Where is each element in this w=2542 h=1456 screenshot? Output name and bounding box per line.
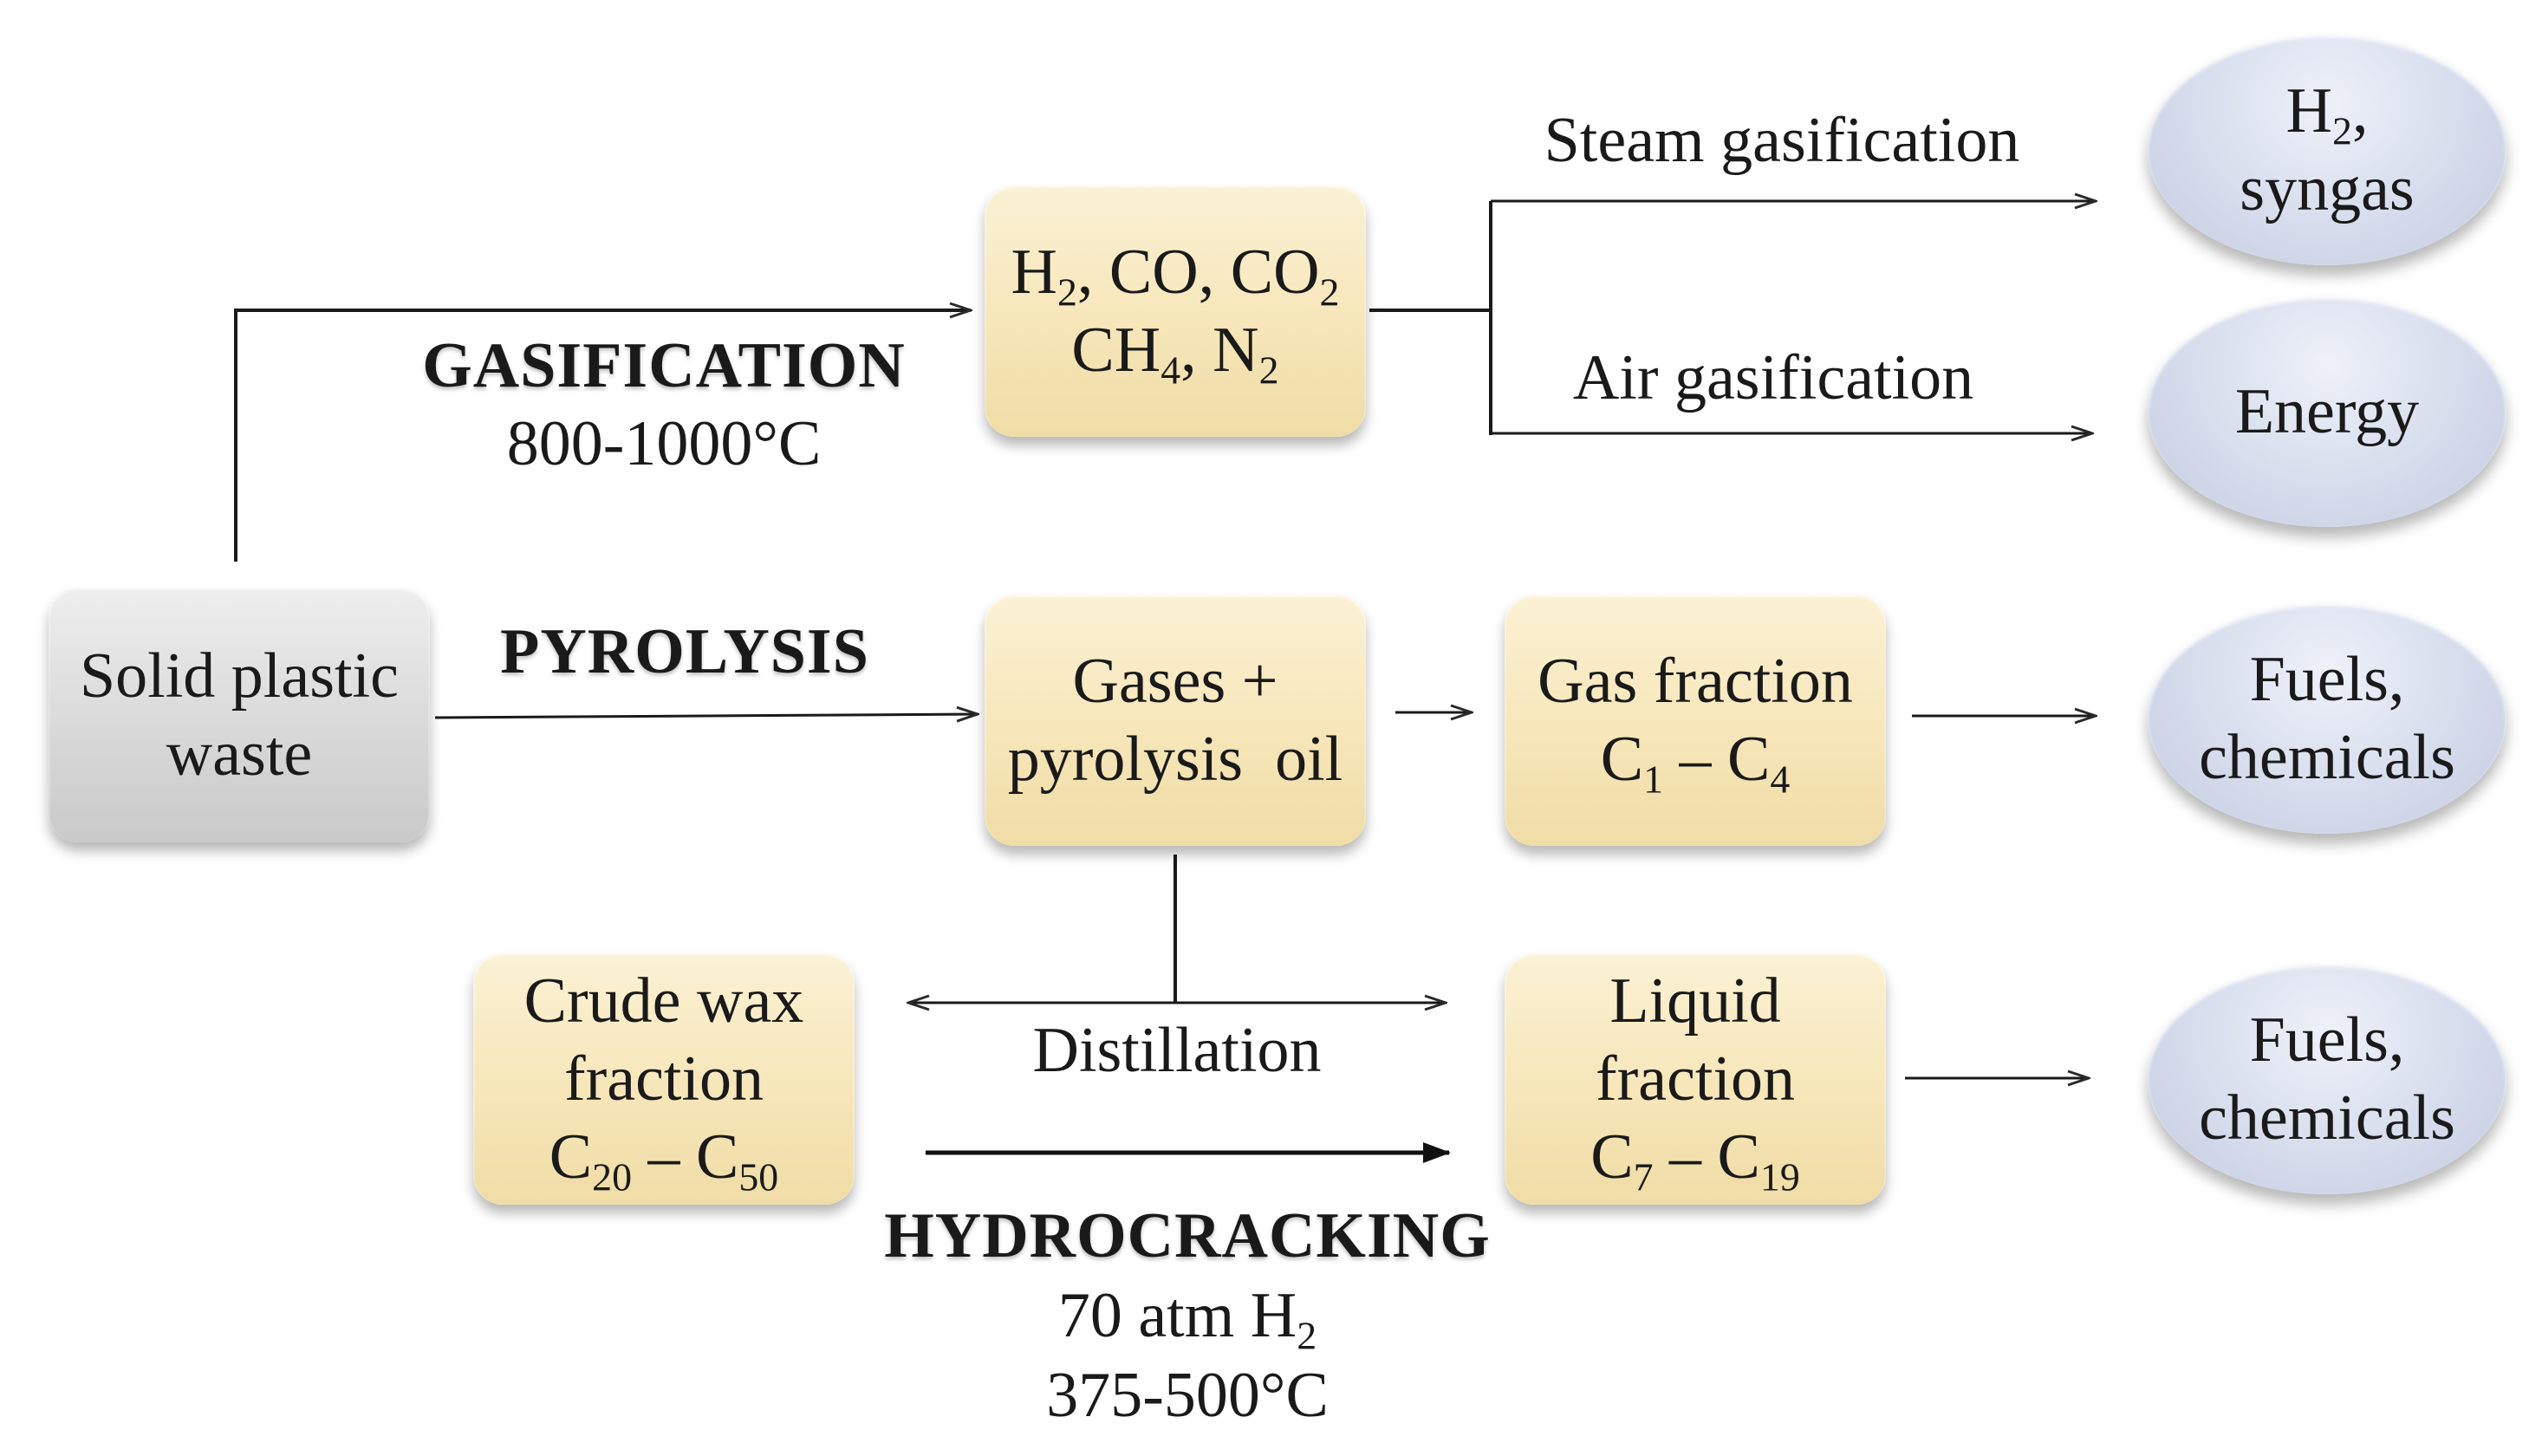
- pyrolysis-label: PYROLYSIS: [500, 616, 869, 687]
- energy-line-1: Energy: [2234, 375, 2420, 447]
- h2-syngas-output: H2, syngas: [2148, 35, 2506, 265]
- fuels-chemicals-output-1: Fuels, chemicals: [2148, 603, 2506, 834]
- h2-syngas-line-2: syngas: [2240, 153, 2415, 224]
- fuels-2-line-1: Fuels,: [2249, 1004, 2405, 1076]
- pyrolysis-arrow: [434, 714, 978, 718]
- hydrocracking-pressure: 70 atm H2: [1057, 1280, 1317, 1358]
- h2-syngas-line-1: H2,: [2285, 75, 2369, 153]
- fuels-1-line-1: Fuels,: [2249, 643, 2405, 715]
- gasification-label: GASIFICATION: [422, 330, 906, 401]
- liquid-fraction-line-1: Liquid: [1609, 965, 1781, 1037]
- energy-output: Energy: [2148, 296, 2506, 527]
- liquid-fraction-line-3: C7 – C19: [1590, 1121, 1800, 1199]
- gas-products-line-2: CH4, N2: [1071, 315, 1279, 393]
- pyrolysis-products-line-2: pyrolysis oil: [1007, 724, 1343, 795]
- pyrolysis-products-box: Gases + pyrolysis oil: [985, 595, 1366, 846]
- hydrocracking-temperature: 375-500°C: [1046, 1360, 1329, 1431]
- liquid-fraction-line-2: fraction: [1595, 1043, 1796, 1115]
- crude-wax-line-1: Crude wax: [523, 965, 804, 1037]
- gas-products-line-1: H2, CO, CO2: [1011, 236, 1340, 315]
- crude-wax-line-3: C20 – C50: [549, 1121, 779, 1199]
- crude-wax-fraction-box: Crude wax fraction C20 – C50: [473, 953, 855, 1205]
- fuels-1-line-2: chemicals: [2199, 722, 2455, 793]
- source-line-1: Solid plastic: [80, 640, 399, 712]
- gasification-products-box: H2, CO, CO2 CH4, N2: [985, 185, 1366, 437]
- gas-fraction-box: Gas fraction C1 – C4: [1505, 595, 1886, 846]
- fuels-chemicals-output-2: Fuels, chemicals: [2148, 964, 2506, 1194]
- fuels-2-line-2: chemicals: [2199, 1082, 2455, 1154]
- crude-wax-line-2: fraction: [563, 1043, 764, 1115]
- pyrolysis-products-line-1: Gases +: [1072, 645, 1278, 717]
- steam-gasification-label: Steam gasification: [1544, 105, 2020, 176]
- gasification-connector: [234, 310, 971, 562]
- solid-plastic-waste-box: Solid plastic waste: [49, 588, 430, 842]
- source-line-2: waste: [166, 718, 313, 790]
- distillation-label: Distillation: [1032, 1015, 1322, 1086]
- gas-fraction-line-1: Gas fraction: [1538, 645, 1853, 717]
- gasification-temperature: 800-1000°C: [506, 408, 822, 479]
- air-gasification-label: Air gasification: [1572, 342, 1974, 413]
- gas-fraction-line-2: C1 – C4: [1600, 724, 1791, 802]
- liquid-fraction-box: Liquid fraction C7 – C19: [1505, 953, 1886, 1205]
- hydrocracking-label: HYDROCRACKING: [884, 1200, 1491, 1271]
